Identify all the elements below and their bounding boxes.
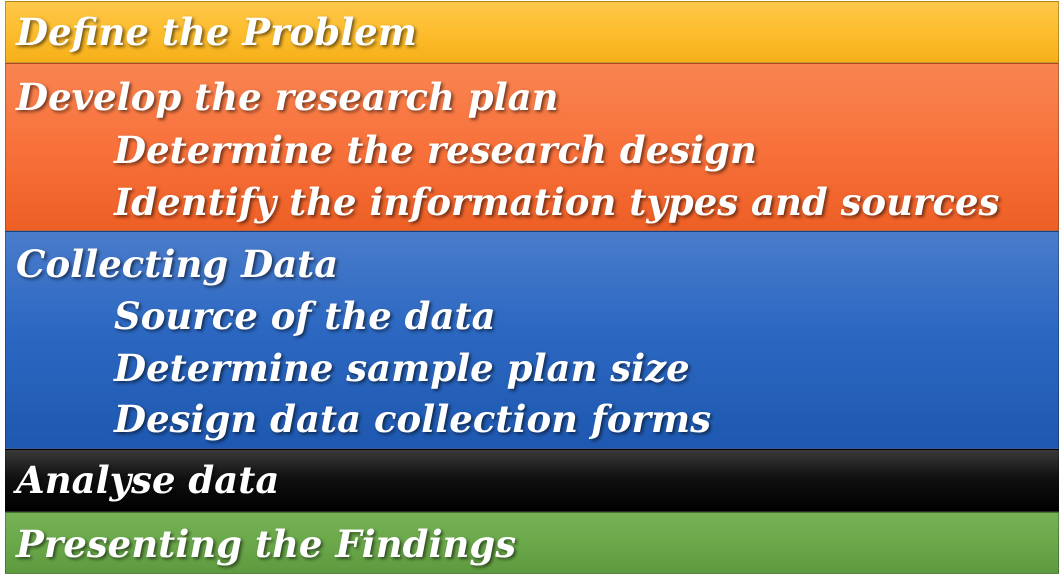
step-subitem: Design data collection forms: [114, 397, 712, 441]
step-heading: Collecting Data: [16, 242, 339, 286]
step-subitem: Identify the information types and sourc…: [114, 180, 1000, 224]
step-heading: Define the Problem: [16, 10, 417, 54]
step-subitem: Determine the research design: [114, 128, 757, 172]
step-presenting-findings: Presenting the Findings: [5, 512, 1059, 574]
step-define-problem: Define the Problem: [5, 1, 1059, 63]
step-analyse-data: Analyse data: [5, 449, 1059, 512]
step-heading: Analyse data: [16, 458, 280, 502]
step-subitem: Determine sample plan size: [114, 346, 690, 390]
step-subitem: Source of the data: [114, 294, 496, 338]
step-heading: Develop the research plan: [16, 75, 559, 119]
step-collecting-data: Collecting Data Source of the data Deter…: [5, 231, 1059, 449]
step-develop-research-plan: Develop the research plan Determine the …: [5, 63, 1059, 231]
step-heading: Presenting the Findings: [16, 522, 517, 566]
